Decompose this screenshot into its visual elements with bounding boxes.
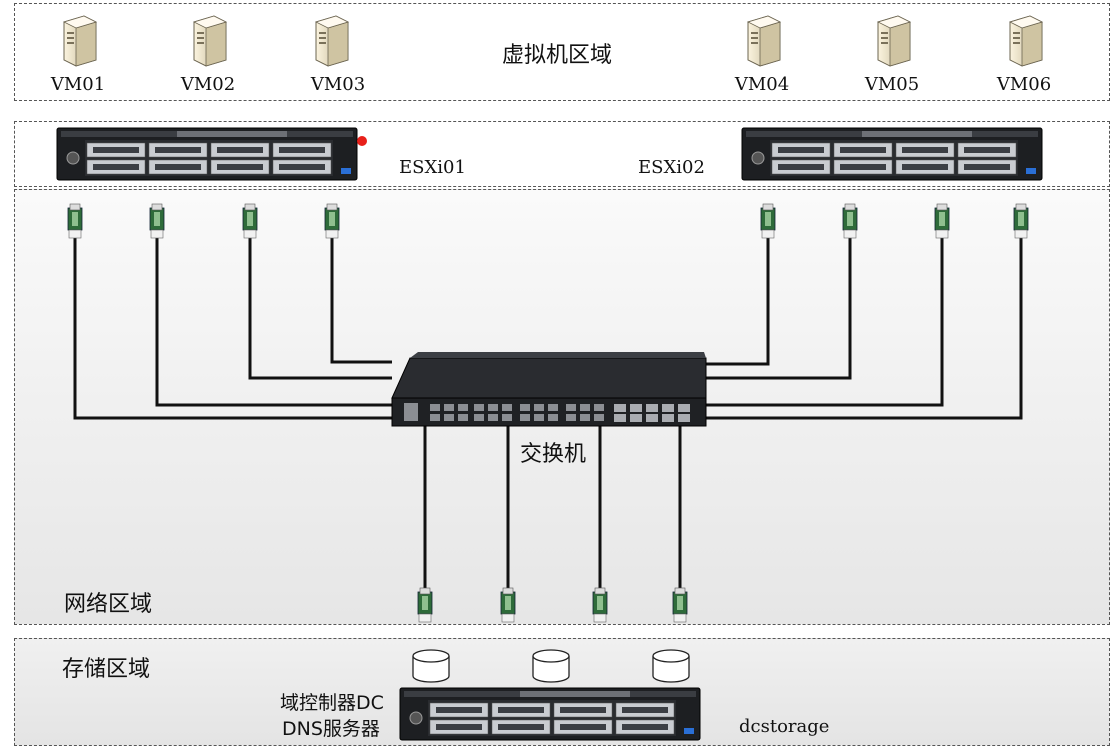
status-dot: [357, 136, 367, 146]
storage-disk-icon: [532, 649, 570, 683]
dcstorage-label: dcstorage: [739, 716, 830, 737]
transceiver-icon: [842, 203, 858, 239]
esxi02-label: ESXi02: [638, 157, 705, 178]
transceiver-icon: [67, 203, 83, 239]
transceiver-icon: [417, 587, 433, 623]
dns-label: DNS服务器: [282, 718, 380, 740]
dcstorage-server-icon: [399, 687, 701, 741]
transceiver-icon: [324, 203, 340, 239]
vm-label: VM06: [996, 74, 1052, 95]
esxi02-server-icon: [741, 127, 1043, 181]
transceiver-icon: [242, 203, 258, 239]
storage-disk-icon: [412, 649, 450, 683]
transceiver-icon: [592, 587, 608, 623]
transceiver-icon: [500, 587, 516, 623]
vm03-icon: [315, 15, 349, 67]
vm05-icon: [877, 15, 911, 67]
switch-icon: [391, 352, 707, 427]
transceiver-icon: [934, 203, 950, 239]
transceiver-icon: [149, 203, 165, 239]
vm-label: VM05: [864, 74, 920, 95]
vm06-icon: [1009, 15, 1043, 67]
network-zone-title: 网络区域: [64, 592, 153, 617]
storage-disk-icon: [652, 649, 690, 683]
dc-label: 域控制器DC: [280, 692, 384, 714]
transceiver-icon: [672, 587, 688, 623]
switch-label: 交换机: [520, 442, 587, 467]
vm-zone: [14, 3, 1110, 101]
vm-label: VM01: [50, 74, 106, 95]
vm-label: VM02: [180, 74, 236, 95]
vm-label: VM04: [734, 74, 790, 95]
storage-zone-title: 存储区域: [62, 657, 151, 682]
transceiver-icon: [760, 203, 776, 239]
vm01-icon: [63, 15, 97, 67]
esxi01-label: ESXi01: [399, 157, 466, 178]
esxi-zone: [14, 121, 1110, 187]
vm-label: VM03: [310, 74, 366, 95]
vm-zone-title: 虚拟机区域: [502, 43, 613, 68]
esxi01-server-icon: [56, 127, 358, 181]
network-cables: [73, 228, 1023, 592]
transceiver-icon: [1013, 203, 1029, 239]
vm04-icon: [747, 15, 781, 67]
vm02-icon: [193, 15, 227, 67]
